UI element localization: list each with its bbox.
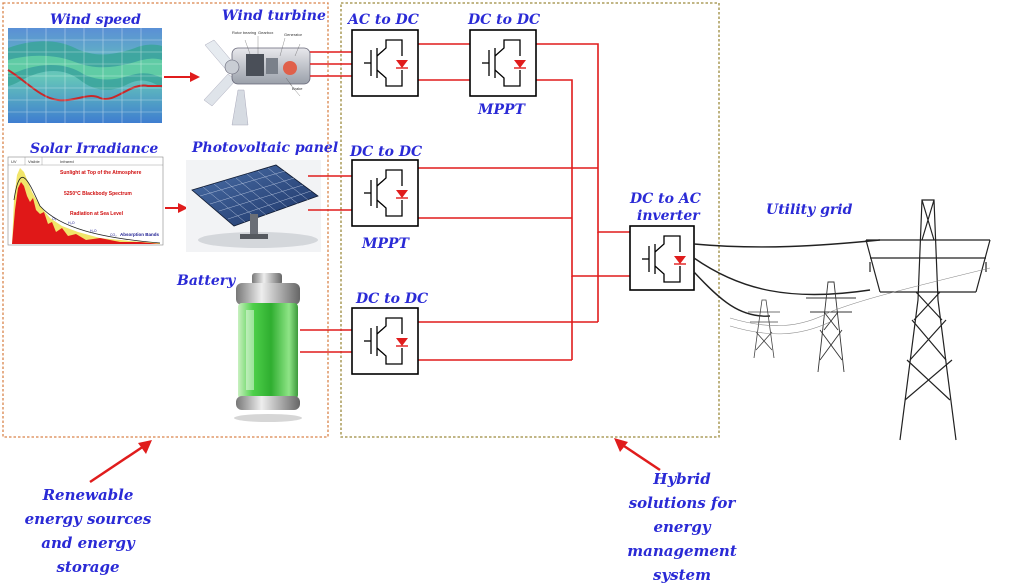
svg-text:CO₂: CO₂	[110, 233, 117, 237]
pv-panel-label: Photovoltaic panel	[191, 140, 338, 156]
svg-text:management: management	[627, 542, 737, 560]
inverter-label-1: DC to AC	[629, 191, 701, 207]
svg-text:system: system	[653, 566, 711, 584]
solar-arrow	[165, 203, 188, 213]
hybrid-caption: Hybrid solutions for energy management s…	[627, 470, 737, 584]
inverter-box	[629, 225, 695, 291]
renewable-arrow	[89, 440, 152, 484]
battery-label: Battery	[176, 273, 236, 289]
mppt-mid-label: MPPT	[361, 236, 411, 252]
solar-irradiance-label: Solar Irradiance	[30, 141, 158, 157]
wind-turbine-label: Wind turbine	[222, 8, 326, 24]
svg-text:Gearbox: Gearbox	[258, 30, 273, 35]
wind-speed-chart	[7, 28, 162, 123]
utility-grid-label: Utility grid	[766, 202, 853, 218]
wiring	[300, 43, 630, 361]
svg-text:Visible: Visible	[28, 159, 40, 164]
svg-text:H₂O: H₂O	[68, 221, 75, 225]
svg-text:Infrared: Infrared	[60, 159, 74, 164]
svg-text:energy sources: energy sources	[25, 510, 152, 528]
svg-text:and energy: and energy	[41, 534, 136, 552]
grid-wires	[693, 239, 881, 317]
hybrid-arrow	[614, 438, 661, 472]
utility-grid-towers	[729, 199, 991, 441]
converter-dc-dc-bottom	[351, 307, 419, 375]
solar-irradiance-chart: UV Visible Infrared Sunlight at Top of t…	[7, 156, 164, 246]
battery-image	[234, 273, 302, 422]
wind-arrow	[164, 72, 200, 82]
svg-text:Generator: Generator	[284, 32, 303, 37]
dc-dc-bottom-label: DC to DC	[355, 291, 428, 307]
dc-dc-top-label: DC to DC	[467, 12, 540, 28]
hybrid-system-box	[340, 2, 720, 438]
svg-text:UV: UV	[11, 159, 17, 164]
wind-speed-label: Wind speed	[50, 12, 141, 28]
svg-text:energy: energy	[653, 518, 711, 536]
svg-text:Absorption Bands: Absorption Bands	[120, 232, 159, 237]
inverter-label-2: inverter	[637, 208, 701, 224]
svg-text:storage: storage	[56, 558, 119, 576]
pv-panel-image	[186, 160, 321, 252]
svg-text:Rotor bearing: Rotor bearing	[232, 30, 256, 35]
converter-dc-dc-top	[469, 29, 537, 97]
renewable-caption: Renewable energy sources and energy stor…	[25, 486, 152, 576]
svg-text:H₂O: H₂O	[90, 229, 97, 233]
dc-dc-mid-label: DC to DC	[349, 144, 422, 160]
svg-text:5250°C Blackbody Spectrum: 5250°C Blackbody Spectrum	[64, 191, 132, 197]
ac-dc-label: AC to DC	[346, 12, 419, 28]
mppt-top-label: MPPT	[477, 102, 527, 118]
svg-text:solutions for: solutions for	[629, 494, 737, 512]
converter-ac-dc	[351, 29, 419, 97]
svg-text:Hybrid: Hybrid	[652, 470, 711, 488]
wind-turbine-image: Rotor bearing Gearbox Generator Brake	[203, 30, 311, 126]
svg-text:O₃: O₃	[52, 217, 57, 221]
svg-text:Radiation at Sea Level: Radiation at Sea Level	[70, 211, 124, 217]
converter-dc-dc-mid	[351, 159, 419, 227]
svg-text:Brake: Brake	[292, 86, 303, 91]
svg-text:Renewable: Renewable	[42, 486, 134, 504]
svg-text:Sunlight at Top of the Atmosph: Sunlight at Top of the Atmosphere	[60, 170, 142, 176]
renewable-sources-box	[2, 2, 329, 438]
